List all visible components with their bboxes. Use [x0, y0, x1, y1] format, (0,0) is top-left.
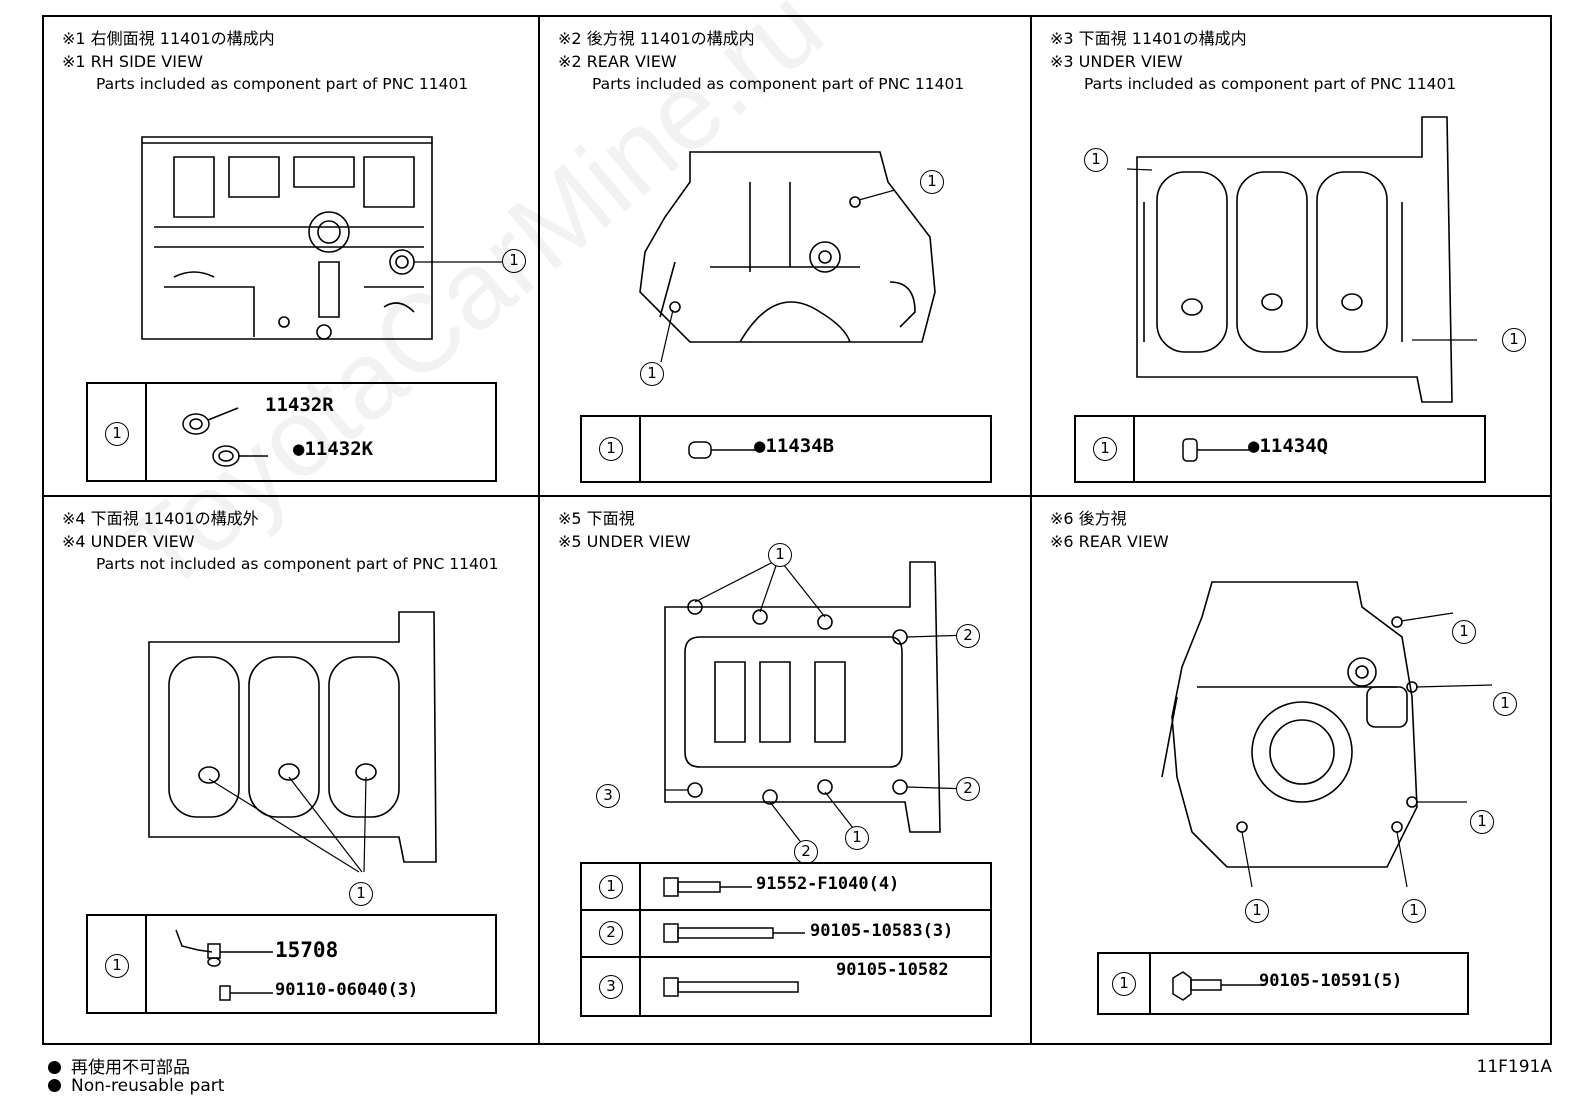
callout-2-bottom: 2	[794, 840, 818, 864]
callout-2-lower: 2	[956, 777, 980, 801]
callout-1-b: 1	[1493, 692, 1517, 716]
bolt-icons	[662, 872, 822, 1017]
callout-2-upper: 2	[956, 624, 980, 648]
sensor-and-bolt-icon	[168, 926, 278, 1006]
part-number-11434B: ●11434B	[754, 435, 835, 457]
panel-4-parts-table: 1 15708 90110-06040(3)	[86, 914, 497, 1014]
panel-2-title-jp: ※2 後方視 11401の構成内	[558, 29, 755, 48]
panel-6-header: ※6 後方視 ※6 REAR VIEW	[1050, 507, 1169, 553]
panel-3-parts-table: 1 ●11434Q	[1074, 415, 1486, 483]
callout-1: 1	[502, 249, 526, 273]
part-number-15708: 15708	[275, 938, 339, 962]
panel-4-title-en: ※4 UNDER VIEW	[62, 532, 195, 551]
grid-divider-v1	[538, 17, 540, 1043]
parts-row-1-marker: 1	[105, 422, 129, 446]
panel-6-title-jp: ※6 後方視	[1050, 509, 1127, 528]
panel-6: ※6 後方視 ※6 REAR VIEW 1 1 1 1 1	[1032, 497, 1552, 1047]
part-number-90110-06040: 90110-06040(3)	[275, 980, 419, 1000]
part-number-11432K: ●11432K	[293, 438, 374, 460]
under-view-drawing-4	[144, 607, 444, 867]
grid-divider-h	[44, 495, 1550, 497]
panel-4: ※4 下面視 11401の構成外 ※4 UNDER VIEW Parts not…	[44, 497, 538, 1047]
panel-3-title-jp: ※3 下面視 11401の構成内	[1050, 29, 1247, 48]
panel-3-note: Parts included as component part of PNC …	[1084, 75, 1457, 93]
part-number-90105-10583: 90105-10583(3)	[810, 921, 954, 941]
rear-view-drawing	[630, 142, 950, 367]
parts-row-2-marker: 2	[599, 921, 623, 945]
callout-1-d: 1	[1245, 899, 1269, 923]
parts-row-1-marker: 1	[599, 437, 623, 461]
parts-row-3-marker: 3	[599, 975, 623, 999]
plug-and-gasket-icon	[178, 406, 268, 476]
panel-3-header: ※3 下面視 11401の構成内 ※3 UNDER VIEW Parts inc…	[1050, 27, 1456, 96]
panel-2-title-en: ※2 REAR VIEW	[558, 52, 677, 71]
callout-1-c: 1	[1470, 810, 1494, 834]
rh-side-view-drawing	[134, 137, 454, 347]
bullet-icon	[48, 1061, 61, 1074]
diagram-grid: ※1 右側面視 11401の構成内 ※1 RH SIDE VIEW Parts …	[42, 15, 1552, 1045]
panel-1-title-jp: ※1 右側面視 11401の構成内	[62, 29, 275, 48]
panel-1-parts-table: 1 11432R ●11432K	[86, 382, 497, 482]
panel-2-parts-table: 1 ●11434B	[580, 415, 992, 483]
panel-5-title-jp: ※5 下面視	[558, 509, 635, 528]
callout-1-right: 1	[1502, 328, 1526, 352]
panel-1: ※1 右側面視 11401の構成内 ※1 RH SIDE VIEW Parts …	[44, 17, 538, 495]
part-number-91552-F1040: 91552-F1040(4)	[756, 874, 900, 894]
callout-1-a: 1	[1452, 620, 1476, 644]
callout-3: 3	[596, 784, 620, 808]
part-number-90105-10591: 90105-10591(5)	[1259, 971, 1403, 991]
figure-code: 11F191A	[1476, 1057, 1553, 1077]
panel-6-parts-table: 1 90105-10591(5)	[1097, 952, 1469, 1015]
callout-1-bottom: 1	[640, 362, 664, 386]
panel-2-note: Parts included as component part of PNC …	[592, 75, 965, 93]
part-number-90105-10582: 90105-10582	[836, 960, 949, 980]
parts-row-1-marker: 1	[599, 875, 623, 899]
panel-1-note: Parts included as component part of PNC …	[96, 75, 469, 93]
parts-row-1-marker: 1	[1112, 972, 1136, 996]
part-number-11434Q: ●11434Q	[1248, 435, 1329, 457]
rear-view-drawing-6	[1157, 577, 1447, 877]
callout-1-e: 1	[1402, 899, 1426, 923]
callout-1-top: 1	[768, 543, 792, 567]
panel-2: ※2 後方視 11401の構成内 ※2 REAR VIEW Parts incl…	[540, 17, 1030, 495]
panel-5-header: ※5 下面視 ※5 UNDER VIEW	[558, 507, 691, 553]
callout-1-left: 1	[1084, 148, 1108, 172]
panel-2-header: ※2 後方視 11401の構成内 ※2 REAR VIEW Parts incl…	[558, 27, 964, 96]
panel-5-parts-table: 1 2 3 91552-F1040(4) 90105-10583(3) 9010…	[580, 862, 992, 1017]
legend-jp: 再使用不可部品	[48, 1053, 190, 1078]
flange-bolt-icon	[1169, 968, 1269, 1004]
callout-1-top: 1	[920, 170, 944, 194]
part-number-11432R: 11432R	[265, 394, 334, 416]
under-view-drawing-5	[640, 552, 960, 852]
callout-1-bottom: 1	[845, 826, 869, 850]
panel-3: ※3 下面視 11401の構成内 ※3 UNDER VIEW Parts inc…	[1032, 17, 1552, 495]
parts-row-1-marker: 1	[1093, 437, 1117, 461]
panel-5: ※5 下面視 ※5 UNDER VIEW 1 2 2 3 2 1	[540, 497, 1030, 1047]
panel-4-title-jp: ※4 下面視 11401の構成外	[62, 509, 259, 528]
panel-6-title-en: ※6 REAR VIEW	[1050, 532, 1169, 551]
panel-4-note: Parts not included as component part of …	[96, 555, 499, 573]
panel-3-title-en: ※3 UNDER VIEW	[1050, 52, 1183, 71]
panel-5-title-en: ※5 UNDER VIEW	[558, 532, 691, 551]
grid-divider-v2	[1030, 17, 1032, 1043]
ring-dowel-icon	[1181, 435, 1251, 465]
callout-1: 1	[349, 882, 373, 906]
panel-1-header: ※1 右側面視 11401の構成内 ※1 RH SIDE VIEW Parts …	[62, 27, 468, 96]
bullet-icon	[48, 1079, 61, 1092]
parts-row-1-marker: 1	[105, 954, 129, 978]
panel-4-header: ※4 下面視 11401の構成外 ※4 UNDER VIEW Parts not…	[62, 507, 499, 576]
dowel-pin-icon	[687, 437, 757, 463]
under-view-drawing-3	[1132, 112, 1462, 412]
panel-1-title-en: ※1 RH SIDE VIEW	[62, 52, 203, 71]
legend-en: Non-reusable part	[48, 1076, 224, 1096]
